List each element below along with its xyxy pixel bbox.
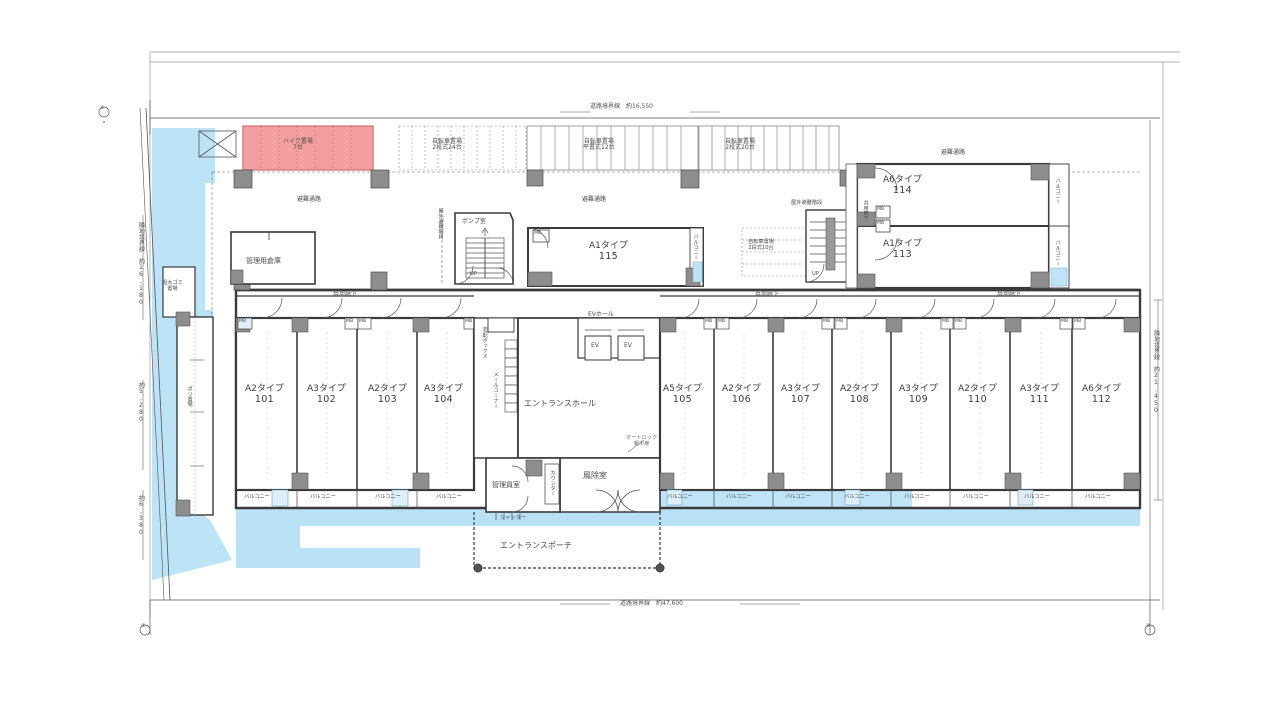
right-units-block (658, 295, 1142, 509)
right-dimension-line (1154, 299, 1162, 501)
bicycle-parking-bays (398, 125, 840, 277)
motorcycle-parking-zone (242, 125, 374, 171)
upper-right-units (845, 162, 1070, 290)
unit-115-room (527, 227, 704, 287)
dimension-ticks (149, 100, 1151, 635)
crossed-utility-box (198, 130, 237, 158)
sheet-frame (149, 51, 1180, 618)
central-core (473, 317, 665, 573)
right-escape-stair (805, 209, 851, 283)
pump-room-and-left-stair (441, 212, 514, 285)
site-boundary-lines (139, 107, 1160, 601)
reference-markers (98, 106, 1156, 636)
waste-yards (162, 266, 214, 517)
management-storage-room (230, 231, 316, 285)
stair-treads (465, 237, 505, 279)
left-units-block (234, 295, 477, 509)
